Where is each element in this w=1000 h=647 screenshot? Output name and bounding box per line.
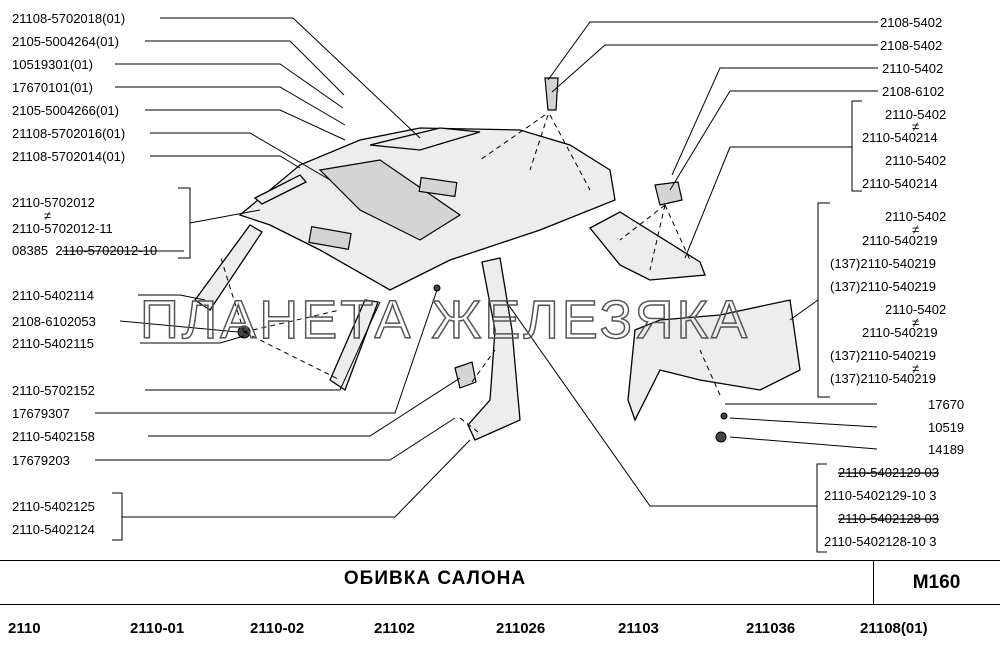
part-label: 17679307 (12, 406, 70, 421)
part-label: 2110-5402115 (12, 336, 94, 351)
alt-mark-icon: ≠ (912, 222, 919, 237)
part-label: 2110-540219 (862, 233, 938, 248)
part-label: 2110-5402125 (12, 499, 95, 514)
part-label: (137)2110-540219 (830, 279, 936, 294)
part-label: 21108-5702014(01) (12, 149, 125, 164)
part-label: 2110-540214 (862, 176, 938, 191)
part-label: 17670 (928, 397, 964, 412)
part-label: (137)2110-540219 (830, 371, 936, 386)
headliner-drawing (238, 127, 616, 291)
part-label: 17679203 (12, 453, 70, 468)
page-title: ОБИВКА САЛОНА (343, 568, 527, 589)
model-code: 21108(01) (860, 620, 928, 637)
part-label: 2110-5402128 03 (838, 511, 939, 526)
part-label: 21108-5702018(01) (12, 11, 125, 26)
part-label: 2110-5702012 (12, 195, 95, 210)
part-label: 10519301(01) (12, 57, 93, 72)
part-label: 2110-5402158 (12, 429, 95, 444)
part-label: 2108-5402 (880, 15, 942, 30)
alt-mark-icon: ≠ (44, 208, 51, 223)
divider-bottom (0, 604, 1000, 605)
model-code: 2110 (8, 620, 41, 637)
part-label: 2108-6102053 (12, 314, 96, 329)
right-pillar-drawing (544, 77, 801, 443)
part-label: 17670101(01) (12, 80, 93, 95)
strike-marks: ≠ ≠ ≠ ≠ ≠ (44, 119, 919, 376)
alt-mark-icon: ≠ (912, 119, 919, 134)
part-label: 2110-5702152 (12, 383, 95, 398)
part-label: 2110-5402114 (12, 288, 94, 303)
model-code: 211036 (746, 620, 796, 637)
model-code: 211026 (496, 620, 546, 637)
part-label: (137)2110-540219 (830, 348, 936, 363)
right-leader-lines (504, 21, 878, 553)
part-label: 2110-5702012-11 (12, 221, 113, 236)
part-label: 14189 (928, 442, 964, 457)
part-label: 2110-5402124 (12, 522, 95, 537)
part-label: 2105-5004264(01) (12, 34, 119, 49)
left-leader-lines (95, 17, 471, 541)
part-label: (137)2110-540219 (830, 256, 936, 271)
model-code: 21102 (374, 620, 415, 637)
sheet-code: M160 (873, 561, 999, 604)
alt-mark-icon: ≠ (912, 361, 919, 376)
part-label: 2110-540214 (862, 130, 938, 145)
part-label: 2110-5402 (885, 107, 946, 122)
part-label: 2110-5402 (885, 153, 946, 168)
parts-diagram: ПЛАНЕТА ЖЕЛЕЗЯКА 21108-5702018(01) 2105-… (12, 11, 964, 553)
model-code: 2110-01 (130, 620, 185, 637)
divider-top (0, 560, 1000, 561)
part-label: 21108-5702016(01) (12, 126, 125, 141)
part-label: 2105-5004266(01) (12, 103, 119, 118)
part-label: 2110-5402 (885, 209, 946, 224)
part-label: 2110-540219 (862, 325, 938, 340)
alt-mark-icon: ≠ (912, 315, 919, 330)
part-label: 2110-5402 (885, 302, 946, 317)
watermark-text: ПЛАНЕТА ЖЕЛЕЗЯКА (140, 290, 750, 350)
right-label-group: 2108-5402 2108-5402 2110-5402 2108-6102 … (824, 15, 964, 549)
part-label: 10519 (928, 420, 964, 435)
part-label: 2110-5402129-10 3 (824, 488, 937, 503)
part-label: 2110-5402128-10 3 (824, 534, 937, 549)
assembly-dash-lines (219, 114, 721, 433)
model-code: 2110-02 (250, 620, 305, 637)
left-label-group: 21108-5702018(01) 2105-5004264(01) 10519… (12, 11, 157, 537)
part-label: 2110-5402 (882, 61, 943, 76)
part-label: 2110-5402129 03 (838, 465, 939, 480)
model-code: 21103 (618, 620, 659, 637)
part-label: 2108-5402 (880, 38, 942, 53)
part-label: 2108-6102 (882, 84, 944, 99)
